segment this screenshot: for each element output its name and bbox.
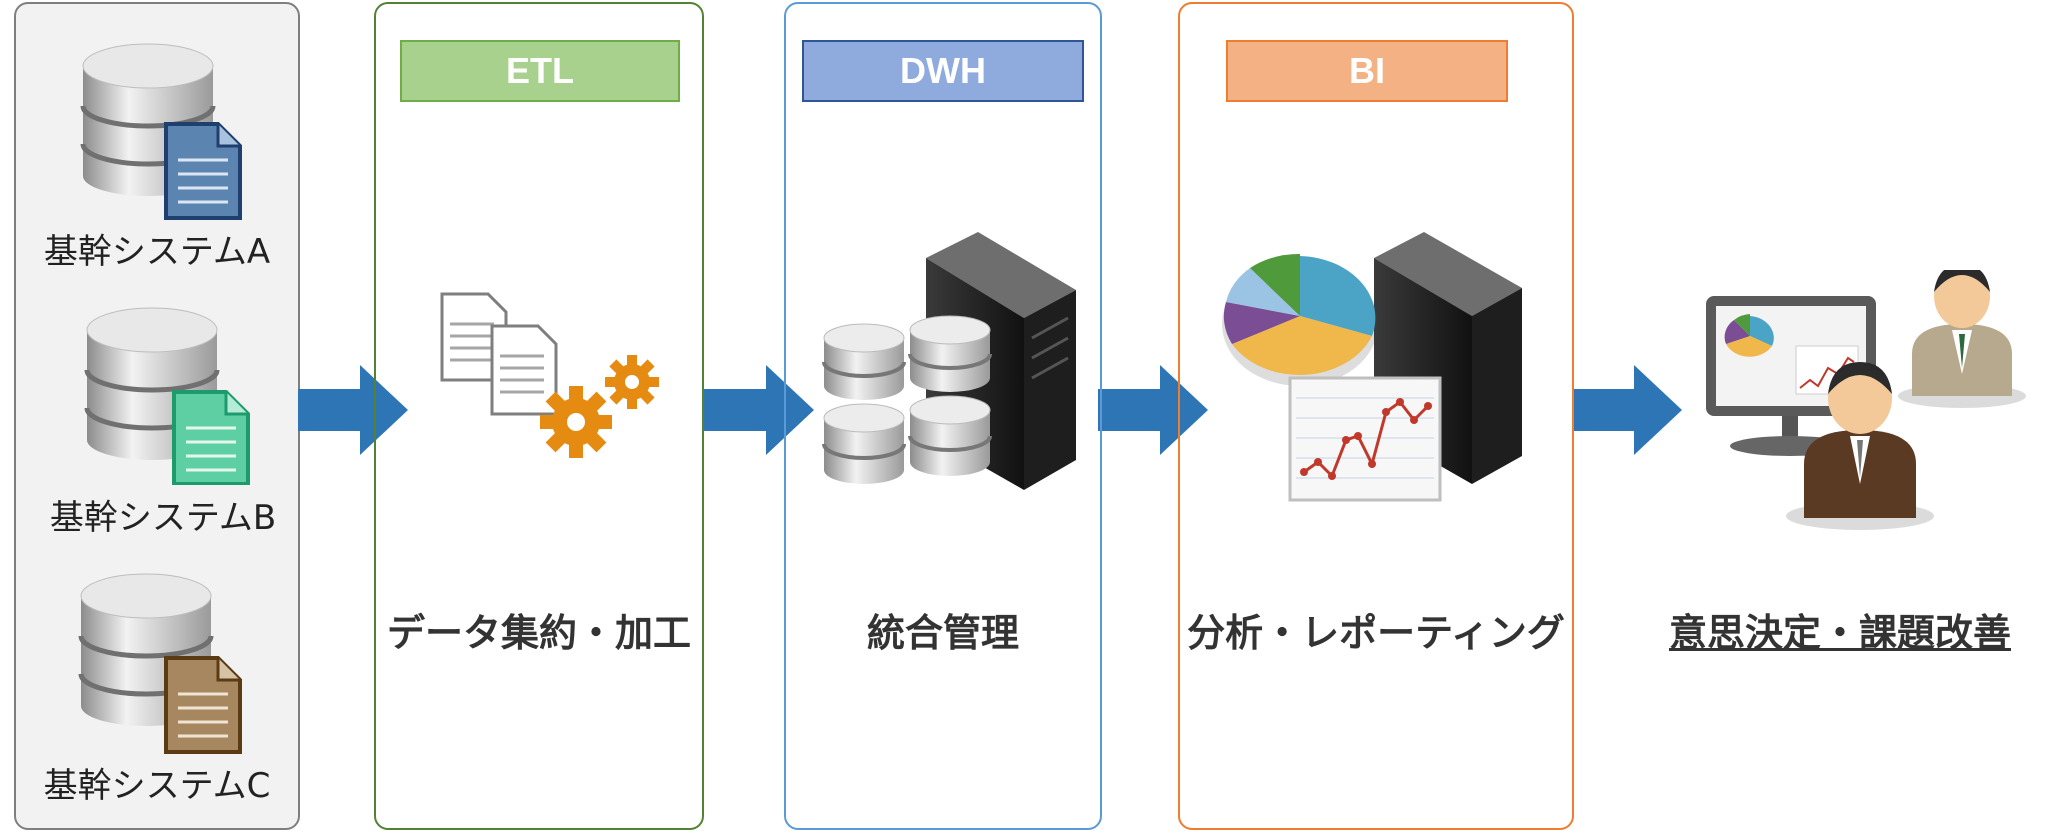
flow-arrow-2 — [704, 365, 814, 455]
system-a-label: 基幹システムA — [43, 232, 271, 272]
system-b-label: 基幹システムB — [49, 498, 277, 538]
system-c-label: 基幹システムC — [43, 766, 271, 806]
database-icon — [908, 315, 992, 392]
database-icon-system-a — [80, 43, 242, 220]
monitor-icon — [1706, 296, 1876, 456]
database-icon-system-c — [78, 573, 242, 754]
flow-arrow-1 — [298, 365, 408, 455]
gear-icon — [540, 386, 612, 458]
flow-arrow-4 — [1572, 365, 1682, 455]
document-gear-icon — [440, 292, 659, 458]
dwh-caption: 統合管理 — [866, 611, 1019, 655]
analytics-report-icon — [1222, 232, 1522, 502]
gear-icon — [605, 355, 659, 409]
pie-chart-icon — [1222, 253, 1378, 386]
decision-makers-icon — [1706, 270, 2026, 530]
bi-header: BI — [1226, 40, 1508, 102]
document-icon — [490, 324, 558, 416]
server-storage-icon — [822, 232, 1076, 490]
bi-panel — [1178, 2, 1574, 830]
line-chart-icon — [1288, 376, 1442, 502]
dwh-panel — [784, 2, 1102, 830]
businessman-icon — [1786, 362, 1934, 530]
database-icon — [822, 323, 906, 400]
etl-caption: データ集約・加工 — [386, 611, 691, 655]
document-icon — [164, 122, 242, 220]
dwh-header: DWH — [802, 40, 1084, 102]
flow-arrow-3 — [1098, 365, 1208, 455]
bi-caption: 分析・レポーティング — [1187, 611, 1565, 655]
database-icon — [822, 403, 906, 484]
document-icon — [172, 390, 250, 485]
etl-panel — [374, 2, 704, 830]
businessman-icon — [1898, 270, 2026, 408]
document-icon — [164, 656, 242, 754]
database-icon-system-b — [84, 307, 250, 485]
outcome-caption: 意思決定・課題改善 — [1668, 611, 2011, 655]
database-icon — [908, 395, 992, 476]
etl-header: ETL — [400, 40, 680, 102]
